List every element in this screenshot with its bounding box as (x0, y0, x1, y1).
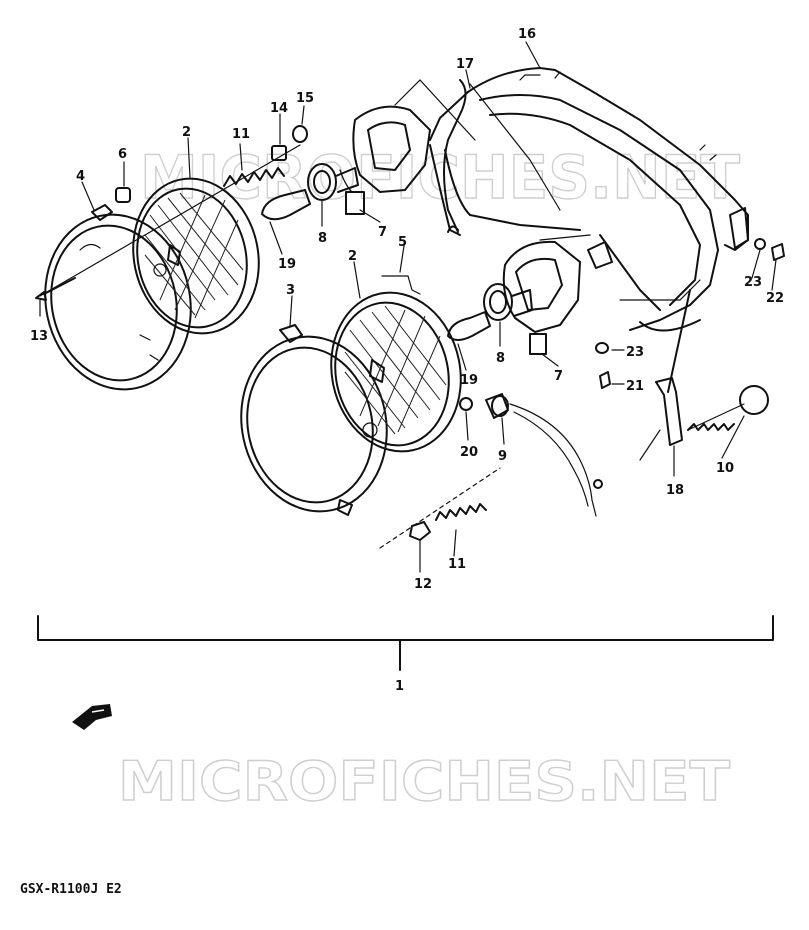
right-lens-unit-drawing (330, 291, 462, 453)
grommet-23-lower-drawing (595, 342, 609, 354)
bracket-17-drawing (443, 79, 561, 233)
callout-6: 6 (118, 147, 127, 162)
callout-19-left: 19 (278, 257, 296, 272)
bracket-18-drawing (639, 289, 691, 461)
callout-7-right: 7 (554, 369, 563, 384)
right-bulb-drawing (447, 311, 491, 341)
callout-23-lower: 23 (626, 345, 644, 360)
callout-21: 21 (626, 379, 644, 394)
nut-12-drawing (409, 521, 431, 541)
leader-lines (39, 41, 777, 573)
callout-2-top: 2 (182, 125, 191, 140)
callouts: 16 17 14 15 11 2 6 4 13 8 7 19 5 2 3 23 … (30, 27, 784, 694)
watermark-bottom: MICROFICHES.NET (118, 750, 730, 813)
left-lens-unit-drawing (132, 177, 260, 335)
left-adjust-screw-drawing (35, 144, 301, 301)
front-direction-arrow-icon (72, 704, 112, 730)
callout-14: 14 (270, 101, 288, 116)
screw-21-drawing (599, 371, 611, 389)
callout-23-upper: 23 (744, 275, 762, 290)
callout-17: 17 (456, 57, 474, 72)
callout-1-assembly: 1 (395, 679, 404, 694)
assembly-bracket (37, 615, 774, 671)
right-bulb-holder-drawing (483, 283, 533, 321)
position-lamp-drawing (459, 393, 603, 517)
model-code-label: GSX-R1100J E2 (20, 882, 122, 897)
left-spring-drawing (223, 167, 285, 187)
callout-19-right: 19 (460, 373, 478, 388)
callout-13: 13 (30, 329, 48, 344)
callout-3: 3 (286, 283, 295, 298)
callout-5: 5 (398, 235, 407, 250)
bolt-6-drawing (115, 187, 131, 203)
callout-11-bottom: 11 (448, 557, 466, 572)
nut-14-drawing (271, 145, 287, 161)
left-bulb-drawing (261, 189, 311, 221)
callout-15: 15 (296, 91, 314, 106)
callout-11-top: 11 (232, 127, 250, 142)
bolt-10-drawing (687, 385, 769, 431)
left-headlight-ring-drawing (44, 204, 192, 391)
callout-10: 10 (716, 461, 734, 476)
callout-18: 18 (666, 483, 684, 498)
right-headlight-ring-drawing (240, 324, 388, 516)
callout-9: 9 (498, 449, 507, 464)
callout-7-left: 7 (378, 225, 387, 240)
callout-4: 4 (76, 169, 85, 184)
headlight-housing-drawing (429, 67, 749, 332)
callout-8-left: 8 (318, 231, 327, 246)
screw-22-drawing (771, 243, 785, 261)
wire-5-drawing (381, 275, 421, 295)
callout-8-right: 8 (496, 351, 505, 366)
callout-2-mid: 2 (348, 249, 357, 264)
callout-22: 22 (766, 291, 784, 306)
nut-15-drawing (292, 125, 308, 143)
grommet-23-upper-drawing (754, 238, 766, 250)
callout-16: 16 (518, 27, 536, 42)
right-socket-drawing (502, 234, 613, 355)
left-socket-drawing (339, 79, 476, 215)
callout-12: 12 (414, 577, 432, 592)
bottom-spring-drawing (435, 503, 487, 521)
callout-20: 20 (460, 445, 478, 460)
